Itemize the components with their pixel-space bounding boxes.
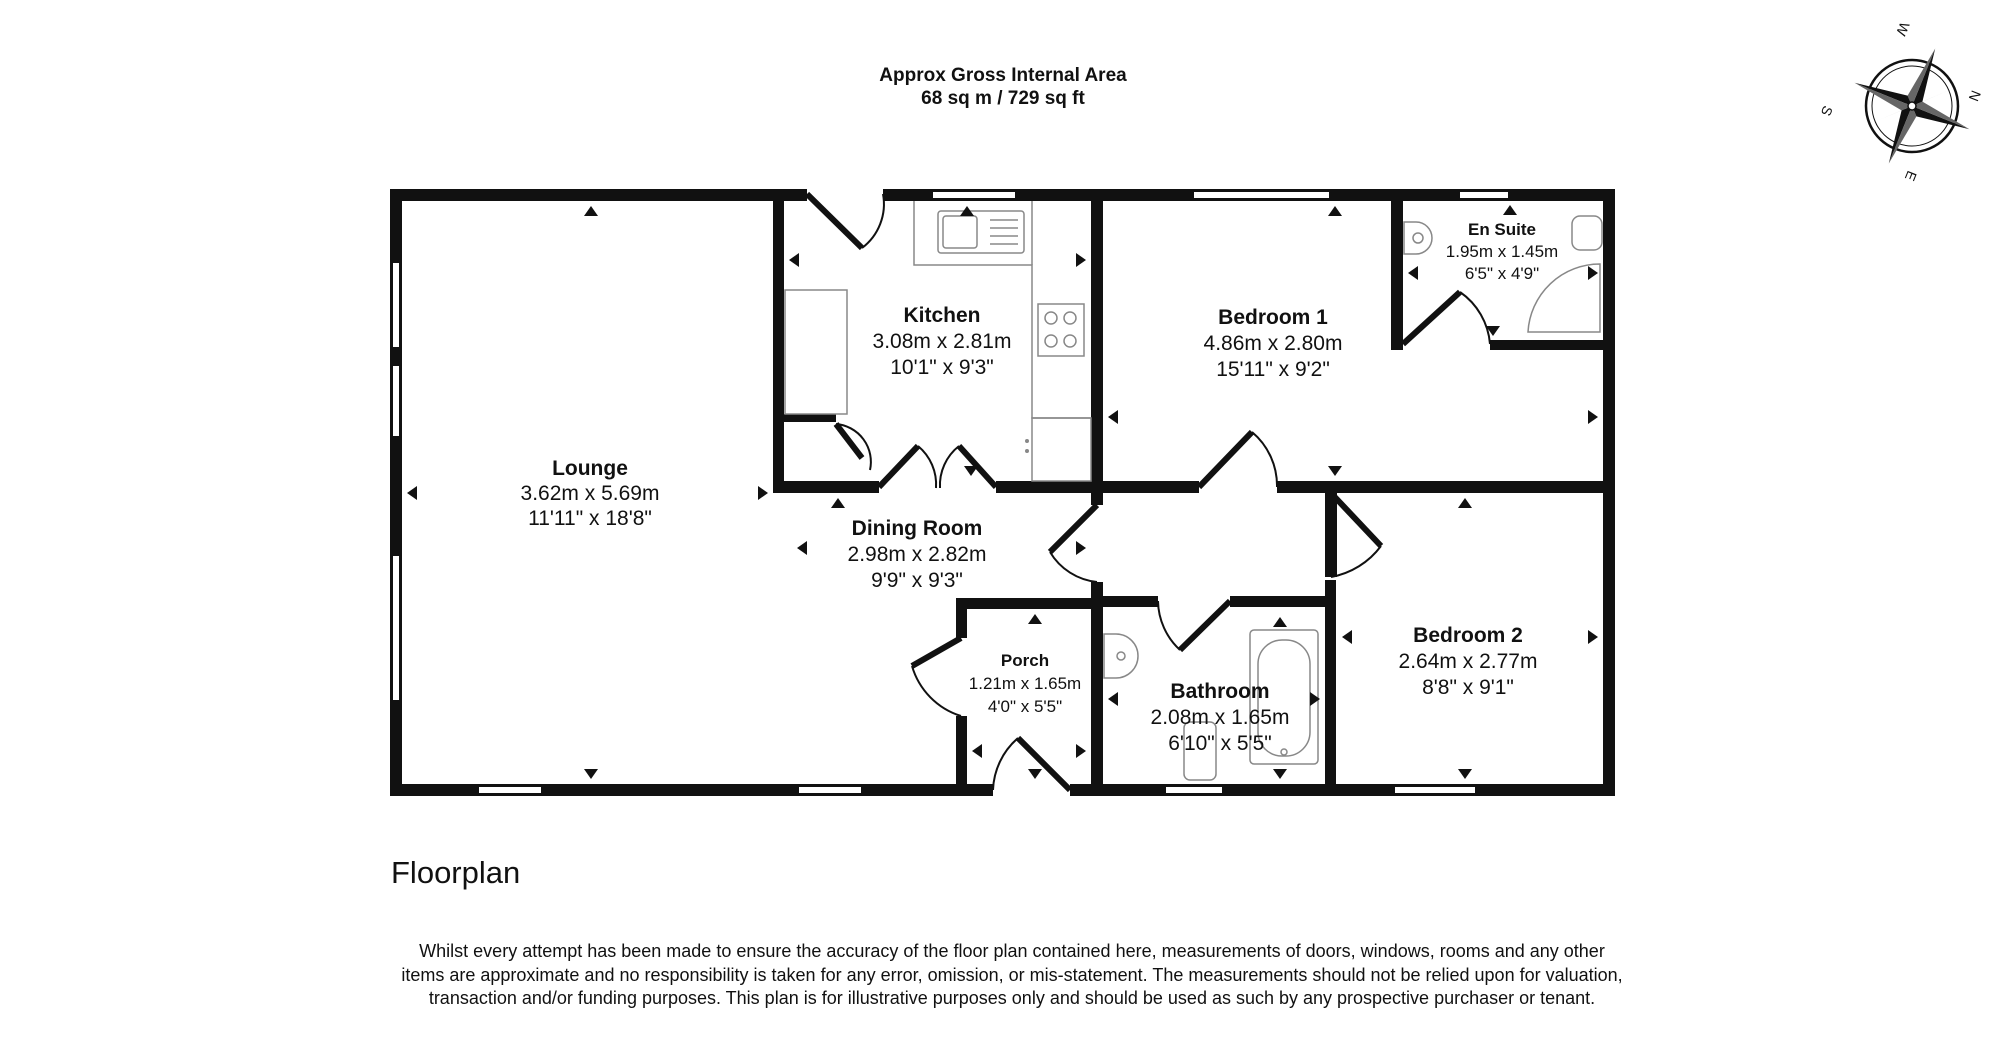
room-metric: 1.95m x 1.45m: [1446, 242, 1558, 261]
compass-north-label: N: [1966, 88, 1985, 103]
room-name: Bedroom 2: [1413, 624, 1523, 647]
compass-point-2b: [1912, 101, 1970, 130]
room-name: Lounge: [552, 457, 628, 480]
room-name: Bedroom 1: [1218, 306, 1328, 329]
compass-west-label: W: [1893, 20, 1913, 39]
kitchen-sink: [937, 210, 1025, 254]
room-imperial: 6'5" x 4'9": [1465, 264, 1539, 283]
room-metric: 2.64m x 2.77m: [1399, 650, 1538, 673]
room-imperial: 9'9" x 9'3": [871, 569, 963, 592]
compass-point-3: [1888, 106, 1912, 164]
room-name: En Suite: [1468, 220, 1536, 239]
room-name: Porch: [1001, 651, 1049, 670]
gross-area-label: Approx Gross Internal Area: [879, 65, 1127, 86]
compass-point-2: [1912, 106, 1970, 130]
room-metric: 2.98m x 2.82m: [848, 543, 987, 566]
room-metric: 3.62m x 5.69m: [521, 482, 660, 505]
compass-point-1b: [1907, 48, 1936, 106]
room-imperial: 11'11" x 18'8": [528, 507, 652, 530]
bathroom-bath: [1249, 629, 1319, 765]
room-metric: 4.86m x 2.80m: [1204, 332, 1343, 355]
ensuite-basin: [1403, 221, 1433, 255]
compass-point-4: [1854, 82, 1912, 106]
compass-east-label: E: [1902, 169, 1920, 184]
room-metric: 2.08m x 1.65m: [1151, 706, 1290, 729]
dimension-arrows: [407, 205, 1598, 779]
floor-title: Floorplan: [391, 855, 521, 890]
room-name: Kitchen: [903, 304, 980, 327]
room-imperial: 15'11" x 9'2": [1216, 358, 1330, 381]
compass-center: [1907, 101, 1917, 111]
disclaimer-text: Whilst every attempt has been made to en…: [401, 941, 1623, 1008]
room-bedroom-1: Bedroom 1 4.86m x 2.80m 15'11" x 9'2": [1204, 306, 1343, 381]
bathroom-wc: [1183, 721, 1217, 781]
gross-area-value: 68 sq m / 729 sq ft: [921, 88, 1085, 109]
room-name: Dining Room: [852, 517, 983, 540]
doors: [804, 191, 1491, 793]
room-bedroom-2: Bedroom 2 2.64m x 2.77m 8'8" x 9'1": [1399, 624, 1538, 699]
compass-point-1: [1912, 48, 1936, 106]
room-imperial: 4'0" x 5'5": [988, 697, 1062, 716]
ensuite-shower: [1527, 263, 1601, 333]
room-en-suite: En Suite 1.95m x 1.45m 6'5" x 4'9": [1446, 220, 1558, 283]
room-imperial: 10'1" x 9'3": [890, 356, 994, 379]
compass-rose: [1854, 48, 1970, 164]
room-dining-room: Dining Room 2.98m x 2.82m 9'9" x 9'3": [848, 517, 987, 592]
room-imperial: 6'10" x 5'5": [1168, 732, 1272, 755]
room-metric: 3.08m x 2.81m: [873, 330, 1012, 353]
room-name: Bathroom: [1170, 680, 1269, 703]
compass-south-label: S: [1818, 104, 1836, 119]
compass-point-3b: [1888, 106, 1917, 164]
kitchen-hob: [1037, 303, 1085, 357]
room-kitchen: Kitchen 3.08m x 2.81m 10'1" x 9'3": [873, 304, 1012, 379]
room-imperial: 8'8" x 9'1": [1422, 676, 1514, 699]
room-porch: Porch 1.21m x 1.65m 4'0" x 5'5": [969, 651, 1081, 716]
compass-point-4b: [1854, 82, 1912, 111]
room-lounge: Lounge 3.62m x 5.69m 11'11" x 18'8": [521, 457, 660, 530]
room-metric: 1.21m x 1.65m: [969, 674, 1081, 693]
windows: [391, 190, 1510, 795]
ensuite-wc: [1571, 215, 1603, 251]
bathroom-basin: [1103, 633, 1139, 679]
room-bathroom: Bathroom 2.08m x 1.65m 6'10" x 5'5": [1151, 680, 1290, 755]
